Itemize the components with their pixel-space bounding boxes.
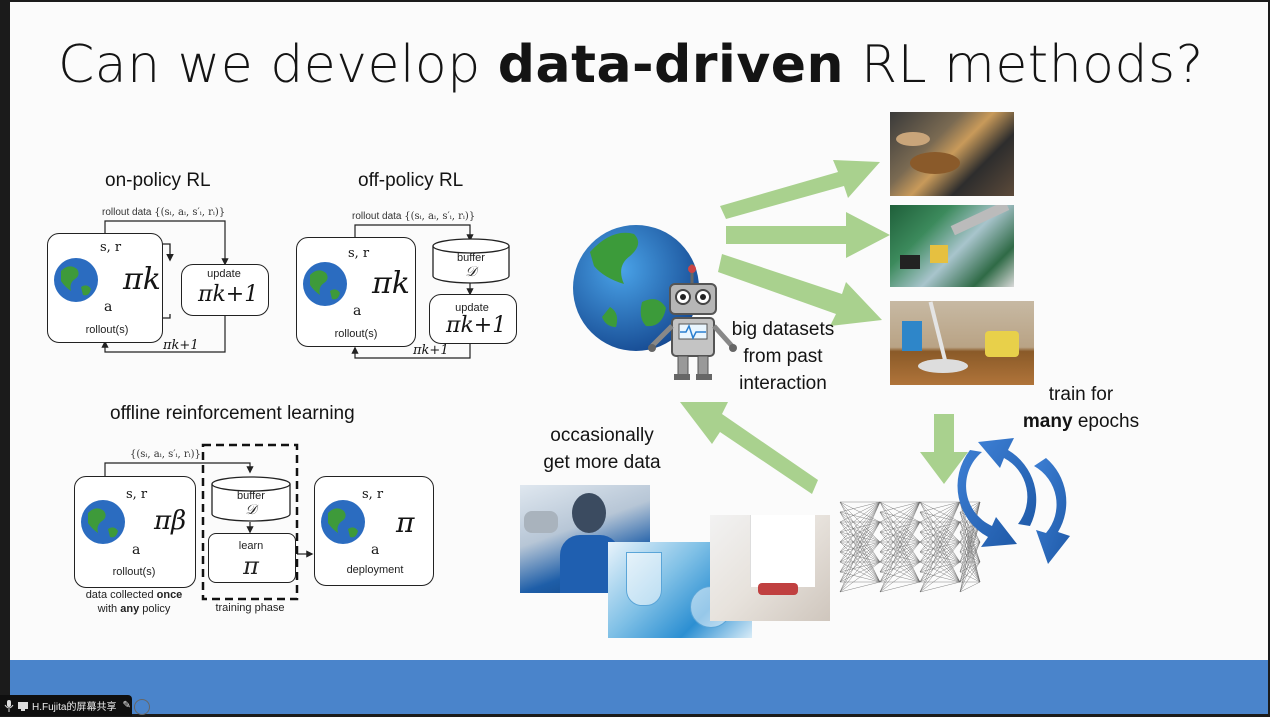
screen-share-icon bbox=[18, 701, 28, 711]
off-policy-rollouts-label: rollout(s) bbox=[334, 328, 378, 340]
slide-title: Can we develop data-driven RL methods? bbox=[58, 35, 1204, 95]
on-policy-update-label: update bbox=[207, 268, 241, 280]
offline-heading: offline reinforcement learning bbox=[110, 403, 355, 424]
pencil-icon[interactable]: ✎ bbox=[122, 700, 131, 711]
offline-learn-box bbox=[208, 533, 296, 583]
off-policy-env-box bbox=[296, 237, 416, 347]
offline-buffer-label: buffer bbox=[237, 490, 265, 502]
off-policy-buffer-symbol: 𝒟 bbox=[465, 264, 477, 280]
more-options-icon[interactable] bbox=[134, 699, 150, 715]
screen-share-indicator[interactable]: H.Fujita的屏幕共享 ✎ bbox=[0, 695, 150, 716]
arrow-to-electronics bbox=[726, 212, 890, 258]
offline-tuple-label: {(sᵢ, aᵢ, s′ᵢ, rᵢ)} bbox=[130, 449, 201, 460]
on-policy-update-symbol: πk+1 bbox=[198, 282, 259, 307]
offline-action-label: a bbox=[132, 542, 141, 558]
buffer-cylinder bbox=[432, 238, 510, 284]
globe-icon bbox=[303, 262, 347, 306]
slide-footer-bar bbox=[10, 660, 1268, 714]
offline-deploy-sr-label: s, r bbox=[362, 487, 384, 502]
arrow-to-cleaning bbox=[718, 254, 882, 326]
slide: Can we develop data-driven RL methods? o… bbox=[10, 2, 1268, 714]
on-policy-rollout-data-label: rollout data {(sᵢ, aᵢ, s′ᵢ, rᵢ)} bbox=[102, 207, 226, 218]
offline-deploy-action-label: a bbox=[371, 542, 380, 558]
off-policy-action-label: a bbox=[353, 303, 362, 319]
off-policy-policy-symbol: πk bbox=[372, 266, 410, 301]
on-policy-sr-label: s, r bbox=[100, 240, 122, 255]
off-policy-update-box bbox=[429, 294, 517, 344]
offline-deployment-label: deployment bbox=[346, 564, 404, 576]
on-policy-rollouts-label: rollout(s) bbox=[85, 324, 129, 336]
offline-rollouts-label: rollout(s) bbox=[112, 566, 156, 578]
on-policy-feedback-label: πk+1 bbox=[163, 338, 199, 353]
off-policy-buffer-label: buffer bbox=[457, 252, 485, 264]
electronics-photo bbox=[890, 205, 1014, 287]
kitchen-photo bbox=[890, 112, 1014, 196]
microphone-icon bbox=[4, 699, 14, 712]
cycle-arrows-icon bbox=[957, 438, 1070, 564]
off-policy-update-symbol: πk+1 bbox=[446, 313, 507, 338]
off-policy-rollout-data-label: rollout data {(sᵢ, aᵢ, s′ᵢ, rᵢ)} bbox=[352, 211, 476, 222]
buffer-cylinder bbox=[211, 476, 291, 522]
on-policy-heading: on-policy RL bbox=[105, 170, 211, 191]
on-policy-update-box bbox=[181, 264, 269, 316]
offline-sr-label: s, r bbox=[126, 487, 148, 502]
globe-icon bbox=[54, 258, 98, 302]
robot-icon bbox=[648, 264, 737, 380]
globe-icon bbox=[81, 500, 125, 544]
arrow-down-to-network bbox=[920, 414, 968, 484]
off-policy-update-label: update bbox=[455, 302, 489, 314]
off-policy-sr-label: s, r bbox=[348, 246, 370, 261]
offline-buffer-symbol: 𝒟 bbox=[245, 502, 257, 518]
offline-learn-symbol: π bbox=[243, 552, 259, 580]
doctor-photo bbox=[710, 515, 830, 621]
offline-deploy-policy-symbol: π bbox=[396, 506, 415, 539]
screen-share-label: H.Fujita的屏幕共享 bbox=[32, 702, 117, 713]
offline-training-phase-label: training phase bbox=[215, 602, 285, 614]
right-illustration bbox=[573, 160, 1070, 593]
neural-network bbox=[839, 501, 981, 593]
offline-behavior-policy-symbol: πβ bbox=[154, 506, 187, 536]
globe-icon bbox=[321, 500, 365, 544]
cleaning-photo bbox=[890, 301, 1034, 385]
arrow-to-globe bbox=[680, 402, 818, 494]
on-policy-action-label: a bbox=[104, 299, 113, 315]
offline-learn-label: learn bbox=[238, 540, 264, 552]
on-policy-policy-symbol: πk bbox=[123, 262, 161, 297]
arrow-to-kitchen bbox=[720, 160, 880, 219]
off-policy-heading: off-policy RL bbox=[358, 170, 464, 191]
off-policy-feedback-label: πk+1 bbox=[413, 343, 449, 358]
